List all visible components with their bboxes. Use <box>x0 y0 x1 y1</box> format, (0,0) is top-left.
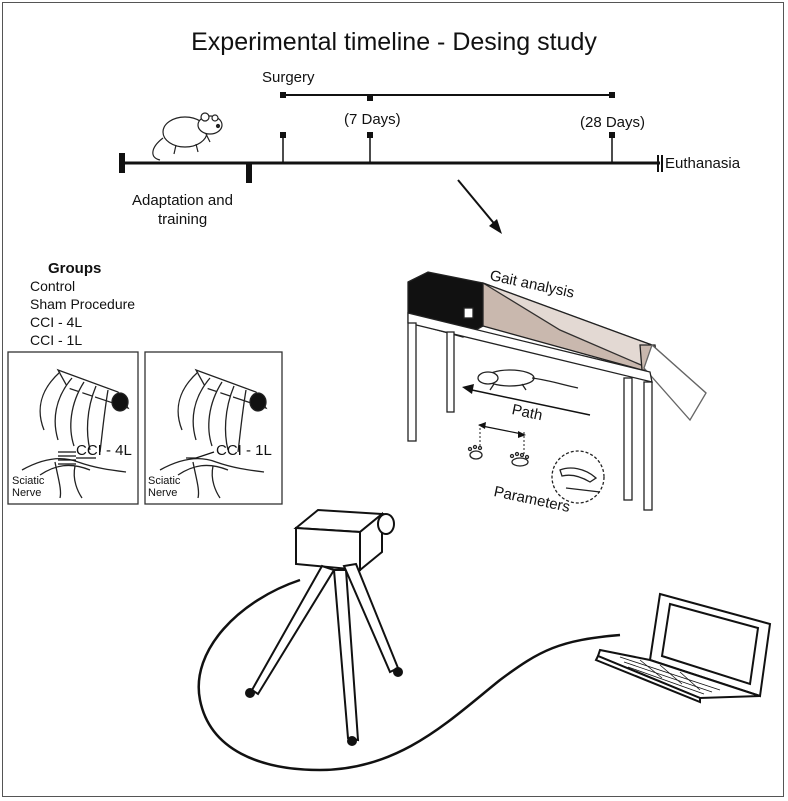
panel2-cci-label: CCI - 1L <box>216 442 272 459</box>
surgery-bracket-mid <box>367 95 373 101</box>
paw-print-icon-2 <box>509 451 530 467</box>
laptop-icon <box>594 592 772 704</box>
paw-print-icon <box>467 444 483 460</box>
euthanasia-label: Euthanasia <box>665 155 741 172</box>
day28-label: (28 Days) <box>580 114 646 131</box>
day28-tick-cap <box>609 132 615 138</box>
groups-heading: Groups <box>48 260 102 277</box>
panel-cci-1l <box>144 351 283 505</box>
panel2-nerve-label-line2: Nerve <box>148 487 178 499</box>
surgery-tick-cap <box>280 132 286 138</box>
tripod-icon <box>245 562 403 746</box>
group-item: Sham Procedure <box>30 296 136 312</box>
camera-icon <box>293 508 395 573</box>
day7-tick-cap <box>367 132 373 138</box>
page-title: Experimental timeline - Desing study <box>191 28 597 56</box>
adaptation-label-line1: Adaptation and <box>132 192 233 209</box>
flow-arrow <box>457 179 502 234</box>
gait-table <box>407 271 707 511</box>
group-item: CCI - 4L <box>30 314 83 330</box>
camera-cable <box>197 578 621 772</box>
panel2-nerve-label-line1: Sciatic <box>148 475 181 487</box>
surgery-label: Surgery <box>262 69 315 86</box>
panel1-cci-label: CCI - 4L <box>76 442 132 459</box>
panel1-nerve-label-line2: Nerve <box>12 487 42 499</box>
adaptation-label-line2: training <box>158 211 208 228</box>
panel1-nerve-label-line1: Sciatic <box>12 475 45 487</box>
timeline-start-marker <box>119 153 125 173</box>
group-item: Control <box>30 278 76 294</box>
paw-detail-icon <box>551 450 605 504</box>
group-item: CCI - 1L <box>30 332 83 348</box>
walking-rat-icon <box>477 369 579 391</box>
adaptation-marker <box>246 163 252 183</box>
surgery-bracket-end <box>609 92 615 98</box>
day7-label: (7 Days) <box>344 111 401 128</box>
panel-cci-4l <box>7 351 139 505</box>
rat-icon <box>152 112 223 161</box>
timeline <box>119 92 663 183</box>
surgery-bracket-start <box>280 92 286 98</box>
